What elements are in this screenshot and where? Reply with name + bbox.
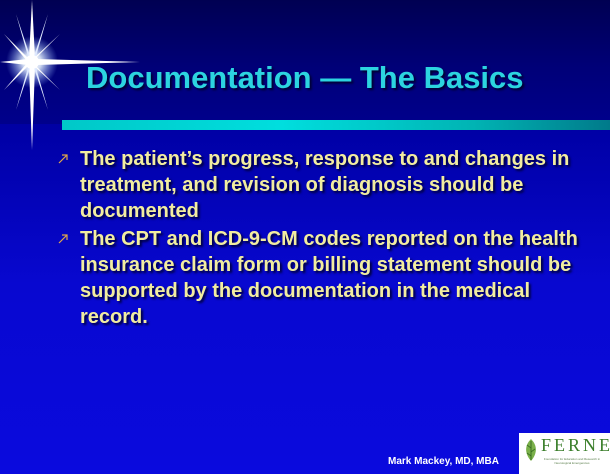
bullet-text: The CPT and ICD-9-CM codes reported on t… xyxy=(80,228,578,328)
bullet-list: The patient’s progress, response to and … xyxy=(58,146,580,332)
arrow-up-right-icon xyxy=(58,234,68,244)
presenter-credit: Mark Mackey, MD, MBA xyxy=(388,456,499,467)
title-underline-rule xyxy=(62,120,610,130)
ferne-logo: FERNE Foundation for Education and Resea… xyxy=(519,433,610,474)
logo-tagline: Foundation for Education and Research in… xyxy=(543,457,601,465)
bullet-item: The CPT and ICD-9-CM codes reported on t… xyxy=(58,226,580,330)
bullet-item: The patient’s progress, response to and … xyxy=(58,146,580,224)
logo-text: FERNE xyxy=(541,435,610,455)
slide-title: Documentation — The Basics xyxy=(86,60,524,95)
leaf-icon xyxy=(526,439,536,461)
starburst-icon xyxy=(0,0,140,150)
arrow-up-right-icon xyxy=(58,154,68,164)
bullet-text: The patient’s progress, response to and … xyxy=(80,148,570,222)
